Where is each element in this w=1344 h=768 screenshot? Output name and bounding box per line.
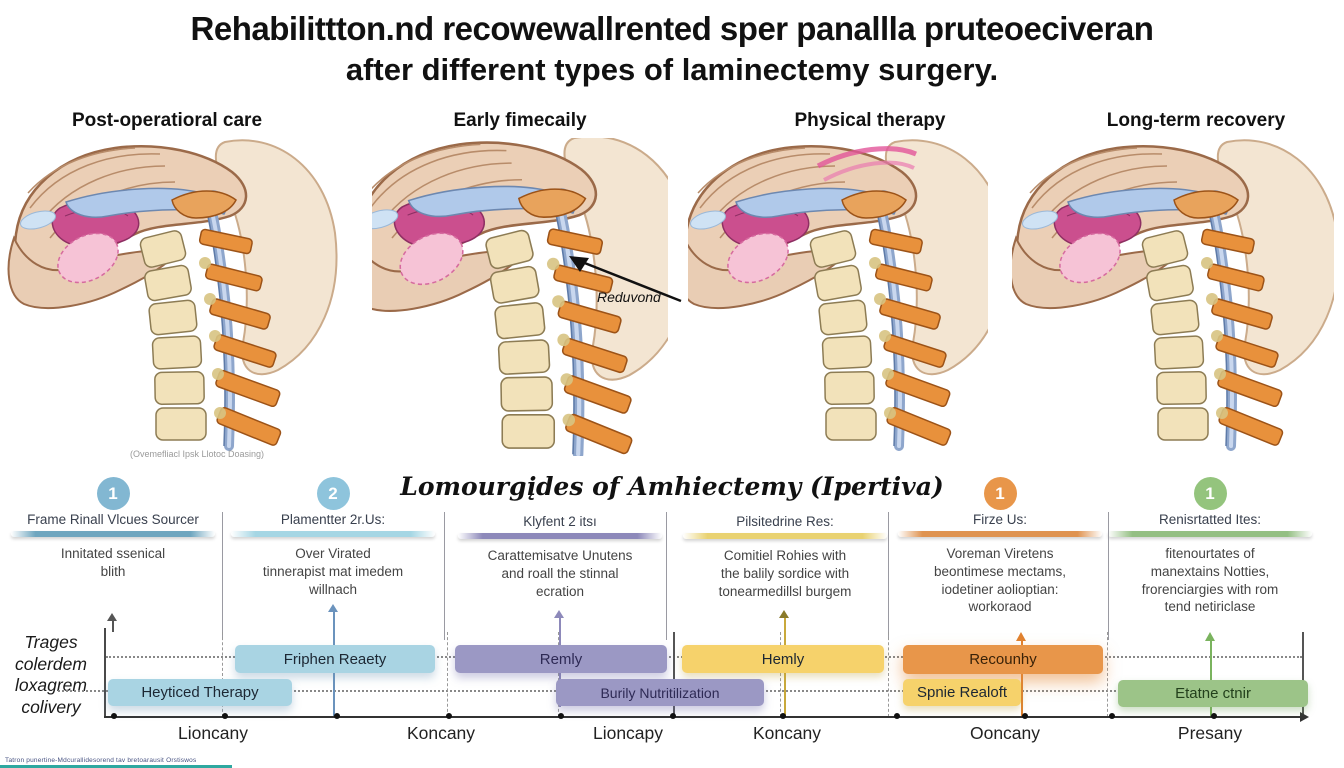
axis-tick-dot	[1022, 713, 1028, 719]
column-text: Over Virated tinnerapist mat imedem will…	[262, 546, 404, 597]
arrow-up-icon	[1205, 632, 1215, 641]
info-column-6: 1 Renisrtatted Ites: fitenourtates of ma…	[1102, 477, 1318, 616]
column-underline	[231, 531, 435, 537]
timeline-bar-hemly: Hemly	[682, 645, 884, 673]
figure1-caption: (Ovemefliacl Ipsk Llotoc Doasing)	[129, 449, 265, 459]
fine-print: Tatron punertine-Mdcurallidesorend tav b…	[5, 757, 197, 764]
column-divider	[888, 512, 889, 640]
column-label: Firze Us:	[973, 512, 1027, 527]
axis-label: Koncany	[752, 723, 822, 743]
timeline-x-axis	[104, 716, 1302, 718]
anatomy-figure-4	[1012, 138, 1334, 456]
gridline	[780, 632, 781, 717]
column-divider	[1108, 512, 1109, 640]
axis-tick-dot	[1211, 713, 1217, 719]
arrow-up-icon	[1016, 632, 1026, 641]
connector-line	[112, 620, 114, 632]
column-underline	[458, 533, 662, 539]
title-line-1: Rehabilittton.nd recowewallrented sper p…	[190, 10, 1154, 47]
gridline	[447, 632, 448, 717]
anatomy-figure-1	[0, 138, 340, 456]
timeline-bar-spnie: Spnie Realoft	[903, 679, 1021, 706]
annotation-reduvond: Reduvond	[597, 289, 661, 305]
gridline	[673, 632, 675, 717]
header-physical-therapy: Physical therapy	[794, 110, 946, 131]
axis-tick-dot	[222, 713, 228, 719]
axis-tick-dot	[111, 713, 117, 719]
column-label: Plamentter 2r.Us:	[280, 512, 386, 527]
column-label: Klyfent 2 itsı	[523, 514, 597, 529]
step-badge-6: 1	[1193, 477, 1227, 510]
section-title: Lomourgįdes of Amhiectemy (Ipertiva)	[400, 472, 944, 501]
column-divider	[666, 512, 667, 640]
timeline-bar-recounhy: Recounhy	[903, 645, 1103, 674]
column-text: Voreman Viretens beontimese mectams, iod…	[933, 546, 1067, 615]
gridline	[1107, 632, 1108, 717]
info-column-4: Pilsitedrine Res: Comitiel Rohies with t…	[677, 477, 893, 600]
footer-teal-strip	[0, 765, 232, 768]
timeline-left-label: Trages colerdem loxagrem colivery	[15, 632, 87, 718]
axis-label: Presany	[1177, 723, 1243, 743]
annotation-arrow-icon	[569, 256, 682, 303]
info-column-3: Klyfent 2 itsı Carattemisatve Unutens an…	[452, 477, 668, 600]
column-label: Renisrtatted Ites:	[1158, 512, 1262, 527]
axis-tick-dot	[446, 713, 452, 719]
axis-tick-dot	[334, 713, 340, 719]
header-post-operative-care: Post-operatioral care	[71, 110, 263, 131]
timeline-bar-friphen: Friphen Reaety	[235, 645, 435, 673]
axis-arrow-icon	[1300, 712, 1309, 722]
column-text: Carattemisatve Unutens and roall the sti…	[487, 548, 633, 599]
timeline-bar-remly: Remly	[455, 645, 667, 673]
axis-tick-dot	[894, 713, 900, 719]
arrow-up-icon	[328, 604, 338, 612]
info-column-2: 2 Plamentter 2r.Us: Over Virated tinnera…	[225, 477, 441, 598]
column-text: Comitiel Rohies with the balily sordice …	[718, 548, 852, 599]
info-column-5: 1 Firze Us: Voreman Viretens beontimese …	[892, 477, 1108, 616]
main-title: Rehabilittton.nd recowewallrented sper p…	[0, 8, 1344, 90]
axis-label: Koncany	[406, 723, 476, 743]
axis-tick-dot	[558, 713, 564, 719]
timeline-bar-heyticed: Heyticed Therapy	[108, 679, 292, 706]
title-line-2: after different types of laminectemy sur…	[345, 52, 999, 88]
column-underline	[11, 531, 215, 537]
column-underline	[1108, 531, 1312, 537]
step-badge-2: 2	[316, 477, 350, 510]
axis-label: Lioncany	[177, 723, 249, 743]
axis-label: Ooncany	[969, 723, 1041, 743]
connector-line	[1021, 640, 1023, 717]
column-label: Pilsitedrine Res:	[736, 514, 834, 529]
arrow-up-icon	[554, 610, 564, 618]
step-badge-5: 1	[983, 477, 1017, 510]
column-divider	[444, 512, 445, 640]
gridline	[1302, 632, 1304, 717]
timeline-left-axis	[104, 628, 106, 718]
column-text: Innitated ssenical blith	[60, 546, 166, 579]
column-text: fitenourtates of manextains Notties, fro…	[1141, 546, 1279, 615]
connector-line	[1210, 640, 1212, 717]
axis-tick-dot	[780, 713, 786, 719]
arrow-up-icon	[107, 613, 117, 621]
timeline-bar-burily: Burily Nutritilization	[556, 679, 764, 706]
timeline-bar-etaine: Etatne ctnir	[1118, 680, 1308, 707]
gridline	[558, 632, 559, 717]
column-underline	[898, 531, 1102, 537]
step-badge-1: 1	[96, 477, 130, 510]
column-divider	[222, 512, 223, 640]
gridline	[888, 632, 889, 717]
arrow-up-icon	[779, 610, 789, 618]
axis-tick-dot	[1109, 713, 1115, 719]
header-long-term-recovery: Long-term recovery	[1106, 110, 1286, 131]
info-column-1: 1 Frame Rinall Vlcues Sourcer Innitated …	[5, 477, 221, 581]
column-label: Frame Rinall Vlcues Sourcer	[27, 512, 199, 527]
header-early-mobility: Early fimecaily	[453, 110, 587, 131]
axis-label: Lioncapy	[592, 723, 664, 743]
axis-tick-dot	[670, 713, 676, 719]
gridline	[222, 632, 223, 717]
anatomy-figure-3	[688, 138, 988, 456]
column-underline	[683, 533, 887, 539]
